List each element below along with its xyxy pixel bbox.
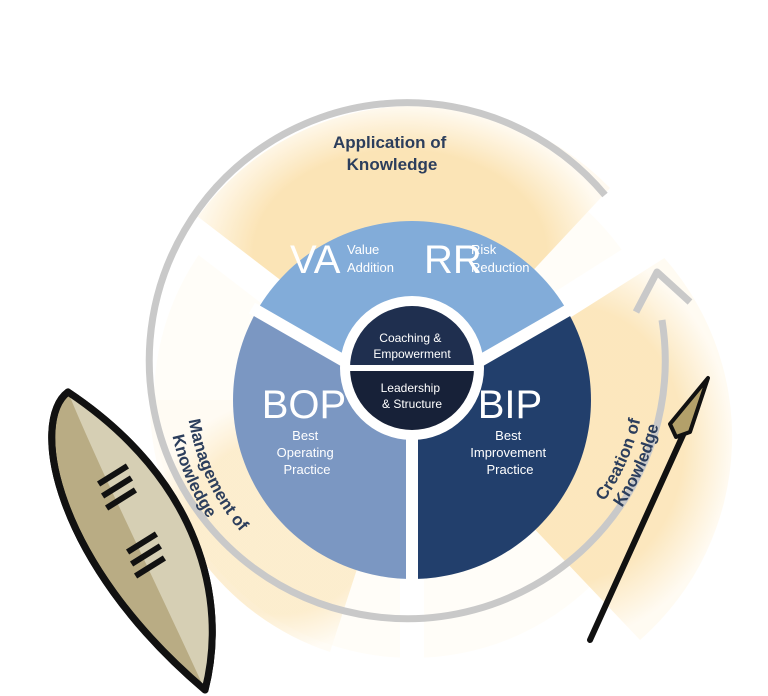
segment-rr: RR Risk Reduction: [424, 238, 530, 282]
bop-abbr: BOP: [262, 383, 346, 427]
ring-label-application: Application of Knowledge: [333, 133, 451, 174]
cycle-arrowhead: [632, 268, 693, 314]
va-label: Value Addition: [347, 242, 394, 275]
bip-abbr: BIP: [478, 383, 542, 427]
segment-va: VA Value Addition: [290, 238, 394, 282]
cycle-arrow-icon: [145, 99, 669, 623]
rr-abbr: RR: [424, 238, 482, 282]
center-bottom-label: Leadership & Structure: [381, 381, 444, 411]
spear-icon: [587, 376, 710, 643]
shield-icon: [48, 388, 216, 694]
shield-marks: [96, 463, 167, 579]
bip-label: Best Improvement Practice: [470, 428, 550, 477]
rr-label: Risk Reduction: [471, 242, 530, 275]
bop-label: Best Operating Practice: [277, 428, 338, 477]
center-top-label: Coaching & Empowerment: [373, 331, 451, 361]
segment-bop: BOP Best Operating Practice: [262, 383, 346, 477]
va-abbr: VA: [290, 238, 341, 282]
segment-bip: BIP Best Improvement Practice: [470, 383, 550, 477]
center-hub: Coaching & Empowerment Leadership & Stru…: [340, 296, 484, 440]
